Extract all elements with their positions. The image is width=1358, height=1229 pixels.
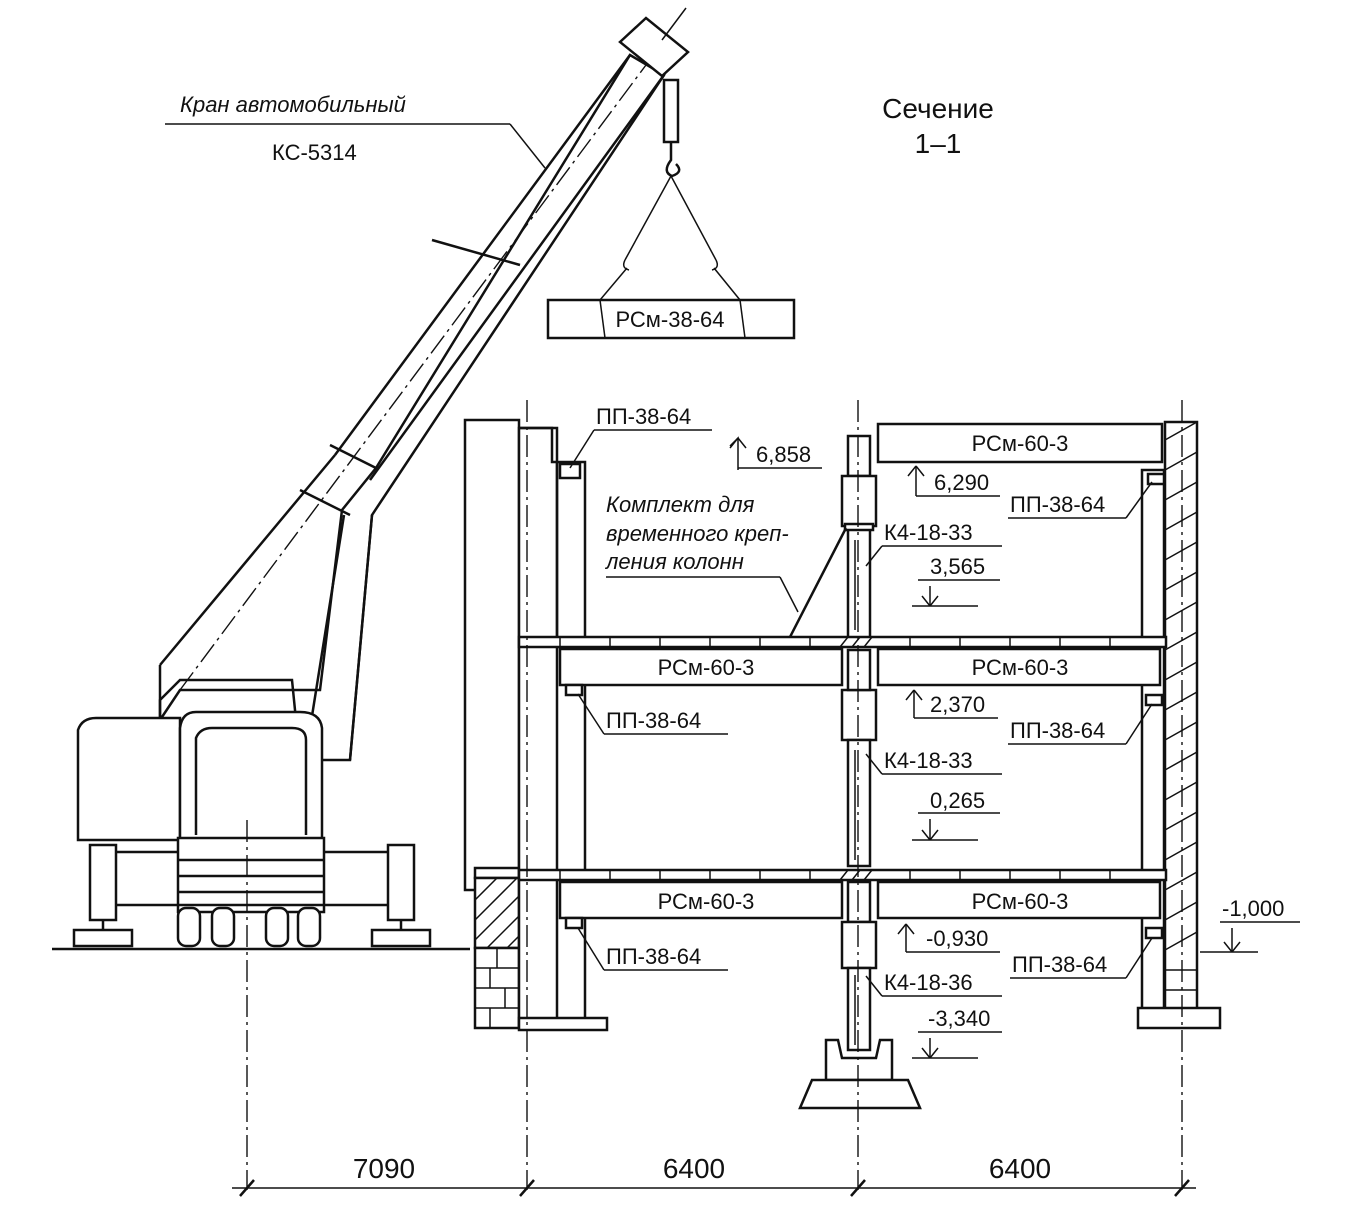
svg-text:временного креп-: временного креп-: [606, 521, 789, 546]
crossbar-low-left-label: РСм-60-3: [658, 889, 755, 914]
crane-model-label: КС-5314: [272, 140, 357, 165]
svg-text:ления колонн: ления колонн: [604, 549, 744, 574]
svg-text:Комплект для: Комплект для: [606, 492, 755, 517]
dimension-7090: 7090: [353, 1153, 415, 1184]
crossbar-low-right: РСм-60-3: [876, 880, 1164, 940]
level-2370: 2,370: [905, 689, 998, 719]
svg-text:К4-18-36: К4-18-36: [884, 970, 973, 995]
center-column: [798, 434, 922, 1110]
crossbar-top-label: РСм-60-3: [972, 431, 1069, 456]
dimension-6400-left: 6400: [663, 1153, 725, 1184]
dimension-line: 7090 6400 6400: [232, 1153, 1196, 1197]
pp-low-left: ПП-38-64: [577, 927, 728, 971]
svg-text:ПП-38-64: ПП-38-64: [606, 944, 701, 969]
svg-text:ПП-38-64: ПП-38-64: [1012, 952, 1107, 977]
svg-text:ПП-38-64: ПП-38-64: [596, 404, 691, 429]
section-title: Сечение: [882, 93, 994, 124]
level-0265: 0,265: [912, 788, 1000, 841]
level-6290: 6,290: [907, 465, 1000, 497]
crossbar-low-left: РСм-60-3: [558, 880, 844, 930]
svg-text:3,565: 3,565: [930, 554, 985, 579]
crane-boom: [158, 7, 690, 762]
svg-text:К4-18-33: К4-18-33: [884, 748, 973, 773]
grid-axes: [246, 400, 1183, 1190]
svg-text:К4-18-33: К4-18-33: [884, 520, 973, 545]
level-3565: 3,565: [912, 554, 1000, 607]
crane-body: [72, 710, 432, 948]
left-wall: [463, 418, 609, 1032]
column-label-mid: К4-18-33: [865, 748, 1002, 775]
truck-crane: РСм-38-64 Кран: [72, 7, 796, 948]
level-minus-3340: -3,340: [912, 1006, 1002, 1059]
svg-text:-0,930: -0,930: [926, 926, 988, 951]
level-minus-1000: -1,000: [1200, 896, 1300, 953]
section-number: 1–1: [915, 128, 962, 159]
pp-mid-right: ПП-38-64: [1008, 703, 1153, 745]
level-6858: 6,858: [729, 436, 822, 470]
crossbar-top: РСм-60-3: [876, 422, 1164, 464]
crossbar-mid-left-label: РСм-60-3: [658, 655, 755, 680]
dimension-6400-right: 6400: [989, 1153, 1051, 1184]
svg-text:6,290: 6,290: [934, 470, 989, 495]
hanging-slab: [546, 298, 796, 340]
crane-name-label: Кран автомобильный: [180, 92, 406, 117]
svg-text:ПП-38-64: ПП-38-64: [1010, 492, 1105, 517]
crossbar-mid-right-label: РСм-60-3: [972, 655, 1069, 680]
svg-text:ПП-38-64: ПП-38-64: [606, 708, 701, 733]
level-minus-0930: -0,930: [897, 923, 1000, 953]
floor-slab-mid: [517, 635, 1168, 649]
right-wall: [1136, 420, 1222, 1030]
svg-text:ПП-38-64: ПП-38-64: [1010, 718, 1105, 743]
svg-text:0,265: 0,265: [930, 788, 985, 813]
floor-slab-low: [517, 868, 1168, 882]
column-label-top: К4-18-33: [865, 520, 1002, 567]
svg-text:-1,000: -1,000: [1222, 896, 1284, 921]
column-label-low: К4-18-36: [865, 970, 1002, 997]
hanging-slab-label: РСм-38-64: [615, 307, 724, 332]
svg-text:2,370: 2,370: [930, 692, 985, 717]
pp-top-left: ПП-38-64: [569, 404, 712, 469]
svg-text:6,858: 6,858: [756, 442, 811, 467]
pp-mid-left: ПП-38-64: [577, 693, 728, 735]
temp-fix-note: Комплект для временного креп- ления коло…: [604, 492, 848, 638]
crossbar-mid-left: РСм-60-3: [558, 647, 844, 697]
pp-low-right: ПП-38-64: [1010, 937, 1153, 979]
crossbar-low-right-label: РСм-60-3: [972, 889, 1069, 914]
pp-top-right: ПП-38-64: [1008, 481, 1153, 519]
crossbar-mid-right: РСм-60-3: [876, 647, 1164, 707]
svg-text:-3,340: -3,340: [928, 1006, 990, 1031]
